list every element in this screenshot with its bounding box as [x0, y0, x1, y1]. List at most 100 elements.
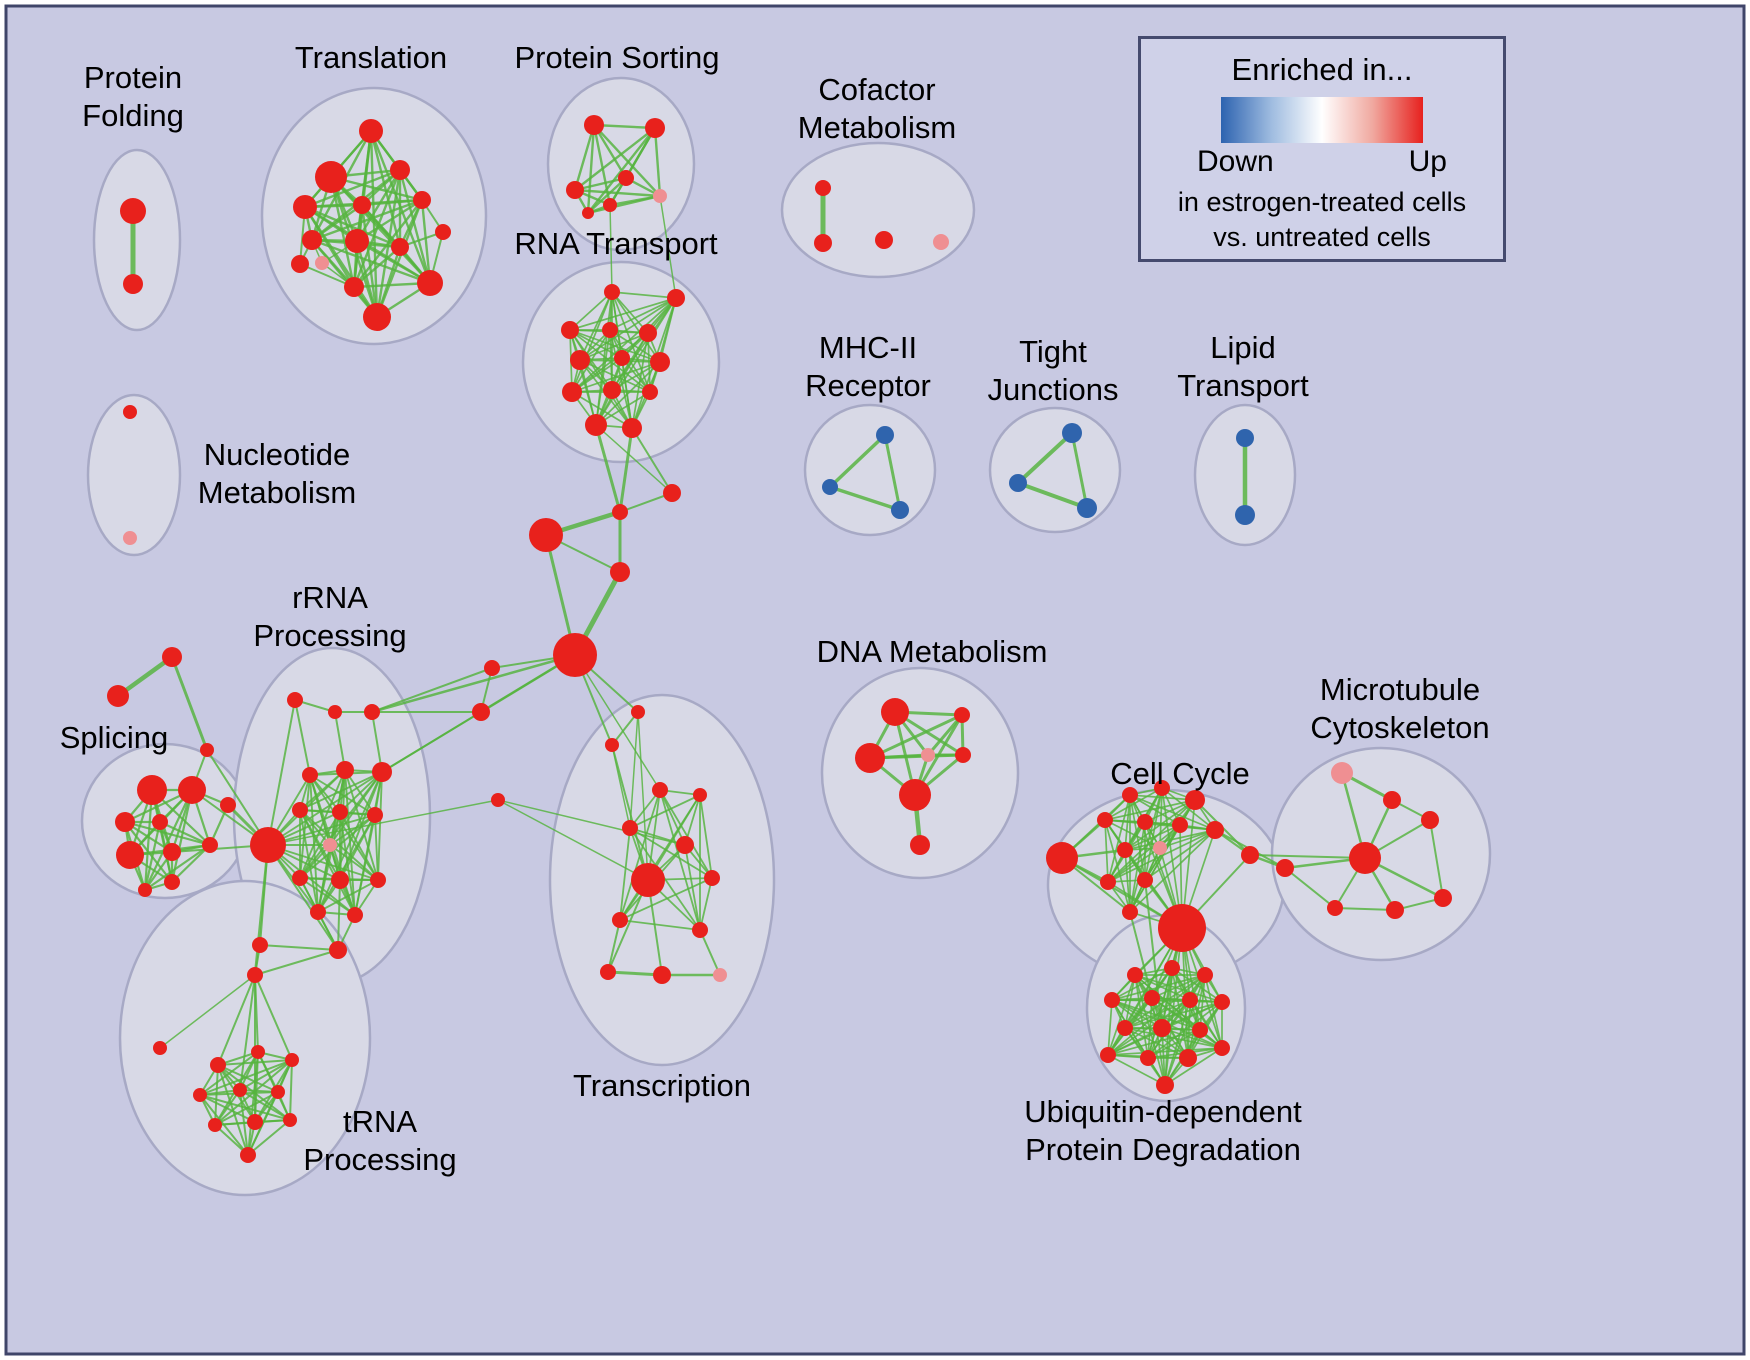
network-node	[336, 761, 354, 779]
network-node	[178, 776, 206, 804]
network-edge	[247, 1051, 259, 1156]
network-edge	[1129, 911, 1153, 999]
network-edge	[659, 789, 701, 931]
network-node	[653, 189, 667, 203]
network-edge	[586, 123, 596, 215]
network-edge	[1144, 879, 1163, 1029]
network-edge	[310, 203, 364, 242]
network-edge	[586, 194, 662, 215]
network-edge	[143, 843, 212, 892]
cluster-label-cell-cycle: Cell Cycle	[1110, 756, 1250, 791]
network-node	[1182, 992, 1198, 1008]
network-edge	[629, 794, 701, 829]
cluster-mhc-ii-receptor	[803, 403, 937, 537]
legend-box: Enriched in... Down Up in estrogen-treat…	[1138, 36, 1506, 262]
network-edge	[659, 789, 686, 846]
network-node	[1421, 811, 1439, 829]
network-edge	[299, 814, 376, 879]
network-edge	[1107, 847, 1161, 883]
network-node	[107, 685, 129, 707]
network-node	[120, 198, 146, 224]
network-edge	[115, 654, 175, 699]
network-edge	[420, 198, 432, 285]
network-edge	[699, 877, 713, 931]
network-edge	[158, 820, 212, 847]
network-node	[1122, 787, 1138, 803]
network-node	[1100, 874, 1116, 890]
network-node	[553, 633, 597, 677]
network-edge	[247, 1119, 291, 1156]
network-edge	[618, 426, 634, 514]
network-edge	[1147, 1029, 1201, 1059]
network-node	[331, 871, 349, 889]
network-edge	[1284, 867, 1336, 909]
network-edge	[586, 176, 628, 215]
network-node	[876, 426, 894, 444]
network-edge	[1107, 1029, 1201, 1056]
network-node	[713, 968, 727, 982]
network-edge	[329, 844, 379, 881]
network-edge	[217, 1064, 279, 1093]
network-node	[1100, 1047, 1116, 1063]
network-node	[200, 743, 214, 757]
network-edge	[1070, 431, 1089, 510]
network-edge	[267, 799, 499, 846]
network-node	[1154, 780, 1170, 796]
network-edge	[1144, 787, 1163, 881]
network-node	[1156, 1076, 1174, 1094]
network-edge	[1124, 974, 1136, 1029]
network-node	[1331, 762, 1353, 784]
network-edge	[569, 297, 677, 331]
network-node	[1137, 814, 1153, 830]
network-node	[585, 414, 607, 436]
network-edge	[586, 126, 657, 215]
network-edge	[1016, 431, 1074, 485]
network-node	[287, 692, 303, 708]
network-node	[491, 793, 505, 807]
network-edge	[828, 433, 887, 489]
network-node	[302, 767, 318, 783]
network-edge	[355, 239, 432, 285]
cluster-microtubule-cytoskeleton	[1270, 746, 1492, 962]
network-edge	[123, 820, 212, 847]
network-edge	[1124, 824, 1181, 851]
network-edge	[143, 788, 154, 892]
network-node	[631, 863, 665, 897]
network-edge	[594, 423, 622, 514]
network-node	[292, 802, 308, 818]
network-edge	[868, 713, 964, 760]
network-node	[1046, 842, 1078, 874]
network-edge	[1124, 1027, 1189, 1059]
network-node	[240, 1147, 256, 1163]
network-edge	[926, 713, 964, 757]
network-edge	[267, 844, 379, 881]
network-node	[123, 531, 137, 545]
network-edge	[1159, 787, 1163, 849]
cluster-label-translation: Translation	[295, 40, 447, 75]
legend-down-label: Down	[1197, 145, 1274, 178]
network-node	[323, 838, 337, 852]
network-edge	[398, 168, 432, 285]
network-edge	[1199, 974, 1206, 1031]
network-node	[1235, 505, 1255, 525]
network-edge	[611, 291, 661, 363]
network-edge	[611, 744, 649, 881]
network-node	[1179, 1049, 1197, 1067]
network-node	[1140, 1050, 1156, 1066]
network-node	[1097, 812, 1113, 828]
network-node	[610, 562, 630, 582]
network-edge	[1334, 907, 1396, 911]
network-edge	[1164, 1047, 1223, 1086]
network-node	[315, 256, 329, 270]
network-node	[329, 941, 347, 959]
network-node	[921, 748, 935, 762]
network-node	[584, 115, 604, 135]
network-node	[162, 647, 182, 667]
network-node	[704, 870, 720, 886]
network-edge	[1164, 927, 1183, 1086]
network-edge	[355, 198, 424, 243]
network-edge	[214, 1089, 241, 1126]
network-node	[602, 322, 618, 338]
cluster-label-transcription: Transcription	[573, 1068, 751, 1103]
